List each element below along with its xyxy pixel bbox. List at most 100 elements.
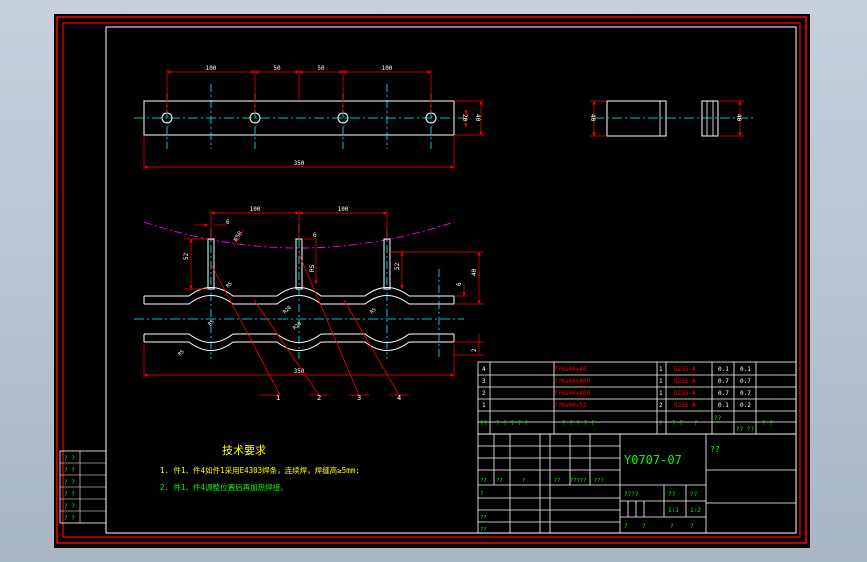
radius-label-1: R5 — [225, 281, 234, 290]
bom-header-3: ? — [659, 420, 663, 427]
drawing-border — [105, 26, 797, 534]
left-sign-2: ? ? — [64, 467, 75, 474]
bom-row-1-w1: 0.1 — [718, 366, 729, 373]
bom-row-3-name: ??6x40x400 — [554, 390, 591, 397]
bom-row-2-mat: Q235-A — [674, 378, 696, 385]
rev-header-5: ????? — [570, 478, 587, 484]
front-dim-6c: 6 — [456, 282, 463, 286]
side-block-left — [606, 100, 667, 137]
rev-header-2: ?? — [496, 478, 503, 484]
bom-row-4-qty: 2 — [659, 402, 663, 409]
bom-row-2-w1: 0.7 — [718, 378, 729, 385]
side-left-dim: 40 — [589, 114, 596, 122]
bom-header-0: ?? — [480, 420, 488, 427]
bom-row-4-name: ??6x40x52 — [554, 402, 587, 409]
front-dim-40: 40 — [471, 268, 478, 276]
bom-row-1-no: 4 — [482, 366, 486, 373]
bom-row-4-mat: Q235-A — [674, 402, 696, 409]
rev-row-2: ?? — [480, 515, 487, 521]
left-sign-5: ? ? — [64, 503, 75, 510]
bom-row-1-w2: 0.1 — [740, 366, 751, 373]
rev-row-3: ?? — [480, 527, 487, 533]
technical-notes: 技术要求 1. 件1、件4如件1采用E4303焊条，连续焊，焊缝高≥5mm; 2… — [160, 444, 360, 492]
radius-label-3: R20 — [282, 305, 293, 316]
top-height-small: 20 — [461, 114, 468, 122]
bom-row-3-qty: 1 — [659, 390, 663, 397]
rev-row-1: ? — [480, 491, 483, 497]
front-dim-r50: R50 — [233, 230, 245, 243]
bom-header-7: ?? ?? — [736, 426, 754, 433]
front-dim-2: 2 — [471, 348, 478, 352]
balloon-2: 2 — [317, 394, 321, 402]
top-height-big: 40 — [474, 114, 481, 122]
phantom-arc — [143, 221, 455, 249]
outer-frame — [56, 16, 807, 544]
bom-row-2-no: 3 — [482, 378, 486, 385]
left-sign-3: ? ? — [64, 479, 75, 486]
front-dim-6b: 6 — [313, 232, 317, 239]
top-dim-4: 100 — [382, 65, 393, 72]
bom-header-6: ?? — [714, 415, 722, 422]
bom-row-2-w2: 0.7 — [740, 378, 751, 385]
front-dim-6a: 6 — [226, 219, 230, 226]
front-overall-dim: 350 — [294, 368, 305, 375]
title-block — [477, 433, 797, 534]
rev-header-4: ?? — [554, 478, 561, 484]
top-dim-3: 50 — [317, 65, 325, 72]
bottom-left-2: ? — [642, 523, 646, 530]
title-block-text: Y0707-07 ?? ???? ?? ?? 1:1 1:2 ? ? ? ? ?… — [480, 445, 720, 533]
bom-row-1-name: ??6x40x40 — [554, 366, 587, 373]
bom-row-4-no: 1 — [482, 402, 486, 409]
bom-header-2: ? ? ? ? ? — [562, 420, 595, 427]
top-dim-1: 100 — [206, 65, 217, 72]
side-view: 40 40 — [589, 100, 754, 137]
bom-header-4: ? ? — [672, 420, 683, 427]
bom-header-5: ? — [694, 420, 698, 427]
sheet-value: 1:2 — [690, 507, 701, 514]
notes-line-2: 2. 件1、件4调整位置后再加热焊接。 — [160, 482, 288, 492]
balloon-4: 4 — [397, 394, 401, 402]
top-dim-2: 50 — [273, 65, 281, 72]
bom-row-2-name: ??6x40x400 — [554, 378, 591, 385]
engineering-drawing: 100 50 50 100 350 20 40 40 40 — [56, 16, 807, 544]
left-sign-4: ? ? — [64, 491, 75, 498]
scale-label-2: ?? — [690, 491, 698, 498]
bottom-left-1: ? — [624, 523, 628, 530]
bom-row-3-mat: Q235-A — [674, 390, 696, 397]
top-view: 100 50 50 100 350 20 40 — [134, 65, 484, 170]
bom-row-4-w2: 0.2 — [740, 402, 751, 409]
cad-viewport[interactable]: 100 50 50 100 350 20 40 40 40 — [54, 14, 810, 548]
front-view: 100 100 6 6 R50 52 R5 52 40 6 2 R — [134, 206, 484, 402]
inner-frame — [62, 22, 801, 538]
bom-row-1-mat: Q235-A — [674, 366, 696, 373]
rev-header-6: ??? — [594, 478, 604, 484]
rev-header-1: ?? — [480, 478, 487, 484]
side-block-right — [701, 100, 719, 137]
bottom-left-3: ? — [670, 523, 674, 530]
part-balloons: 1 2 3 4 — [210, 253, 409, 402]
bom-header-1: ? ? ? ? ? — [496, 420, 529, 427]
top-overall-dim: 350 — [294, 160, 305, 167]
mass-label: ?? — [668, 491, 676, 498]
bom-text: 4 ??6x40x40 1 Q235-A 0.1 0.1 3 ??6x40x40… — [480, 366, 773, 433]
front-dim-52a: 52 — [183, 252, 190, 260]
rev-header-3: ? — [522, 478, 525, 484]
radius-label-2: R5 — [207, 319, 216, 328]
title-right-top: ?? — [710, 445, 720, 454]
front-dim-100-b: 100 — [338, 206, 349, 213]
radius-label-6: R5 — [177, 349, 186, 358]
radius-label-4: R20 — [292, 321, 303, 332]
notes-line-1: 1. 件1、件4如件1采用E4303焊条，连续焊，焊缝高≥5mm; — [160, 465, 360, 475]
bom-row-3-w1: 0.7 — [718, 390, 729, 397]
drawing-number: Y0707-07 — [624, 453, 682, 467]
scale-label: ???? — [624, 491, 639, 498]
radius-label-5: R5 — [369, 307, 378, 316]
scale-value: 1:1 — [668, 507, 679, 514]
bom-row-3-no: 2 — [482, 390, 486, 397]
bom-row-2-qty: 1 — [659, 378, 663, 385]
bom-row-1-qty: 1 — [659, 366, 663, 373]
bom-header-8: ? ? — [762, 420, 773, 427]
notes-title: 技术要求 — [222, 444, 266, 457]
bom-row-3-w2: 0.7 — [740, 390, 751, 397]
side-right-dim: 40 — [735, 114, 742, 122]
